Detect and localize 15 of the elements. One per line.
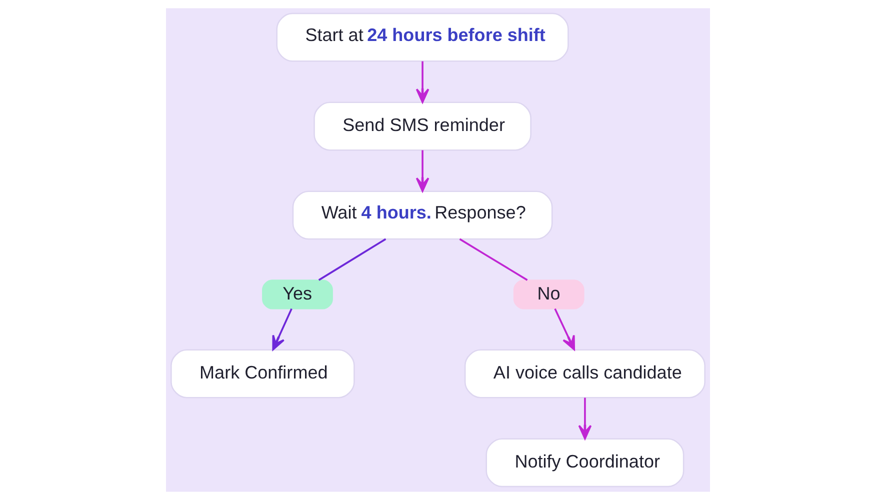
node-box: Notify Coordinator xyxy=(485,438,684,488)
arrow xyxy=(415,61,429,104)
node-box: Yes xyxy=(262,280,332,310)
node-box: No xyxy=(512,280,584,310)
connector xyxy=(458,238,528,281)
arrow xyxy=(415,150,429,192)
arrow xyxy=(272,308,292,350)
node-box: Mark Confirmed xyxy=(170,349,354,398)
node-box: AI voice calls candidate xyxy=(464,349,705,398)
connector xyxy=(318,238,386,281)
node-box: Wait 4 hours. Response? xyxy=(292,190,552,240)
arrow xyxy=(554,308,575,350)
arrow xyxy=(578,398,592,440)
node-box: Send SMS reminder xyxy=(313,102,531,151)
node-box: Start at 24 hours before shift xyxy=(276,12,568,62)
